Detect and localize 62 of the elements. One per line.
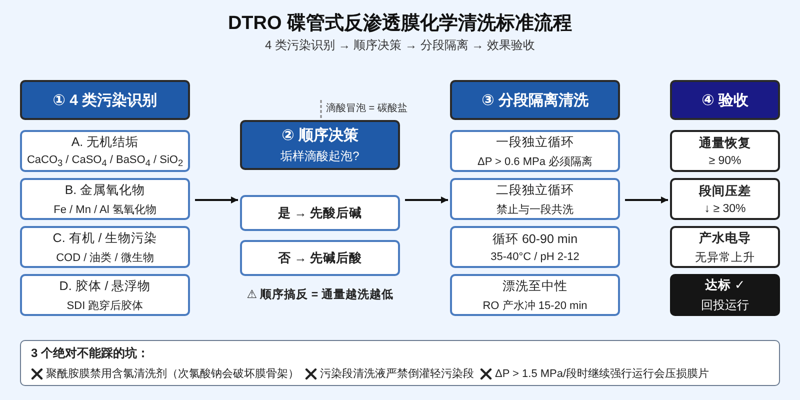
box-text: 35-40°C / pH 2-12 bbox=[490, 251, 580, 263]
box-title: A. 无机结垢 bbox=[71, 134, 139, 151]
box-title: ③ 分段隔离清洗 bbox=[482, 90, 588, 110]
subtitle: 4 类污染识别 → 顺序决策 → 分段隔离 → 效果验收 bbox=[264, 37, 536, 54]
box-title: 一段独立循环 bbox=[496, 134, 574, 150]
warning-note: ⚠ 顺序搞反 = 通量越洗越低 bbox=[246, 287, 394, 302]
check-box bbox=[670, 130, 780, 172]
step-header bbox=[20, 80, 190, 120]
box-title: B. 金属氧化物 bbox=[64, 182, 146, 198]
process-box bbox=[20, 226, 190, 268]
box-title: 达标 ✓ bbox=[705, 276, 745, 294]
arrow bbox=[625, 196, 668, 204]
box-text: 无异常上升 bbox=[695, 250, 755, 264]
box-title: 滴酸冒泡 = 碳酸盐 bbox=[326, 102, 408, 115]
box-text: CaCO$_{3}$ / CaSO$_{4}$ / BaSO$_{4}$ / SiO$_{2}$ bbox=[26, 154, 184, 168]
box-title: ① 4 类污染识别 bbox=[52, 90, 158, 110]
box-title: 产水电导 bbox=[699, 230, 751, 246]
warning-text: 污染段清洗液严禁倒灌轻污染段 bbox=[320, 366, 474, 381]
box-title: ② 顺序决策 bbox=[282, 126, 358, 144]
panel-heading: 3 个绝对不能踩的坑： bbox=[31, 345, 150, 362]
warning-panel bbox=[20, 340, 780, 386]
box-text: 禁止与一段共洗 bbox=[496, 202, 574, 216]
process-box bbox=[20, 274, 190, 316]
box-text: ΔP > 0.6 MPa 必须隔离 bbox=[477, 154, 593, 168]
process-box bbox=[450, 130, 620, 172]
box-title: C. 有机 / 生物污染 bbox=[52, 230, 158, 246]
box-text: SDI 跑穿后胶体 bbox=[66, 298, 144, 312]
box-text: ↓ ≥ 30% bbox=[704, 203, 746, 215]
choice-box bbox=[240, 195, 400, 231]
box-text: ≥ 90% bbox=[708, 155, 742, 167]
process-box bbox=[20, 130, 190, 172]
process-box bbox=[450, 226, 620, 268]
step-header bbox=[450, 80, 620, 120]
process-box bbox=[450, 274, 620, 316]
check-box bbox=[670, 226, 780, 268]
box-title: 漂洗至中性 bbox=[502, 278, 568, 294]
box-text: 回投运行 bbox=[701, 296, 749, 314]
box-text: COD / 油类 / 微生物 bbox=[56, 250, 154, 264]
box-title: 是 → 先酸后碱 bbox=[278, 204, 362, 222]
process-box bbox=[450, 178, 620, 220]
box-title: D. 胶体 / 悬浮物 bbox=[59, 278, 151, 294]
process-box bbox=[20, 178, 190, 220]
box-text: RO 产水冲 15-20 min bbox=[482, 298, 588, 312]
box-title: 二段独立循环 bbox=[496, 182, 574, 198]
choice-box bbox=[240, 240, 400, 276]
arrow bbox=[405, 196, 448, 204]
box-title: 循环 60-90 min bbox=[492, 231, 578, 248]
box-title: 否 → 先碱后酸 bbox=[278, 250, 362, 266]
warning-text: 聚酰胺膜禁用含氯清洗剂（次氯酸钠会破坏膜骨架） bbox=[46, 366, 299, 381]
warning-text: ΔP > 1.5 MPa/段时继续强行运行会压损膜片 bbox=[495, 367, 710, 381]
check-box bbox=[670, 178, 780, 220]
title: DTRO 碟管式反渗透膜化学清洗标准流程 bbox=[226, 12, 574, 36]
box-title: 通量恢复 bbox=[699, 135, 751, 152]
box-title: ④ 验收 bbox=[702, 90, 748, 110]
box-title: 段间压差 bbox=[699, 183, 751, 200]
result-box bbox=[670, 274, 780, 316]
arrow bbox=[195, 196, 238, 204]
box-text: Fe / Mn / Al 氢氧化物 bbox=[54, 202, 156, 216]
step-header bbox=[670, 80, 780, 120]
box-text: 垢样滴酸起泡? bbox=[280, 148, 360, 164]
leader-line bbox=[320, 100, 322, 120]
decision-box bbox=[240, 120, 400, 170]
